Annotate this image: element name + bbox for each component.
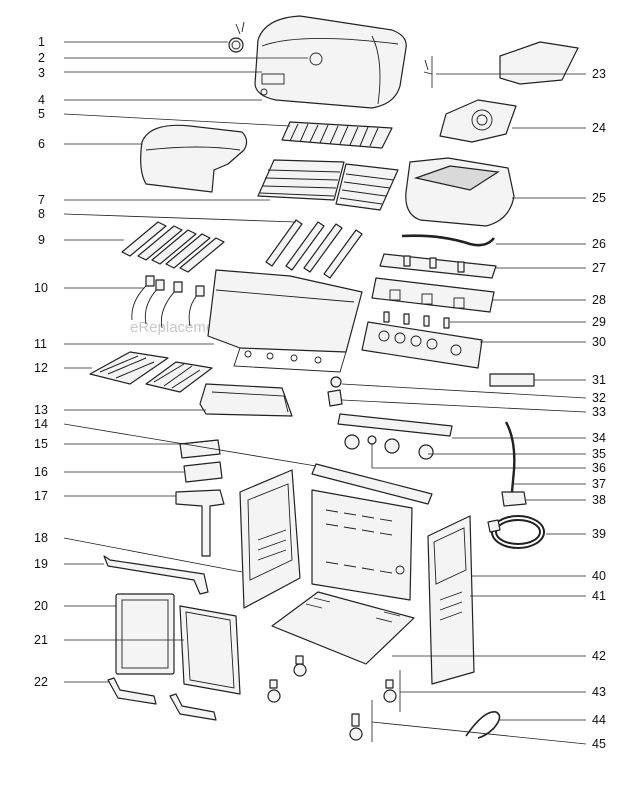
- callout-3: 3: [38, 66, 45, 80]
- callout-33: 33: [592, 405, 606, 419]
- left-side-frame-part: [239, 469, 301, 609]
- thermometer-part: [228, 21, 245, 53]
- callout-labels-right: 23 24 25 26 27 28 29 30 31 32 33 34 35 3…: [592, 67, 606, 751]
- callout-36: 36: [592, 461, 606, 475]
- ignitor-electrodes-part: [383, 311, 450, 329]
- callout-24: 24: [592, 121, 606, 135]
- callout-17: 17: [34, 489, 48, 503]
- catch-pan-part: [179, 439, 221, 459]
- callout-25: 25: [592, 191, 606, 205]
- callout-13: 13: [34, 403, 48, 417]
- side-burner-housing-part: [405, 157, 515, 227]
- drip-trays-part: [89, 351, 213, 393]
- leader-lines-left: [63, 41, 317, 683]
- callout-2: 2: [38, 51, 45, 65]
- hose-coil-part: [487, 515, 545, 549]
- callout-27: 27: [592, 261, 606, 275]
- callout-23: 23: [592, 67, 606, 81]
- callout-45: 45: [592, 737, 606, 751]
- burner-tubes-part: [131, 275, 205, 329]
- callout-21: 21: [34, 633, 48, 647]
- crossover-bar-part: [337, 413, 453, 437]
- door-left-part: [115, 593, 175, 675]
- manifold-part: [379, 253, 497, 279]
- callout-4: 4: [38, 93, 45, 107]
- callout-11: 11: [34, 337, 47, 351]
- callout-22: 22: [34, 675, 48, 689]
- control-knobs-part: [344, 434, 434, 460]
- callout-42: 42: [592, 649, 606, 663]
- casters-part: [267, 655, 397, 703]
- callout-29: 29: [592, 315, 606, 329]
- gas-hose-part: [504, 421, 516, 493]
- catch-pan-holder-part: [183, 461, 223, 483]
- callout-8: 8: [38, 207, 45, 221]
- door-right-part: [179, 605, 241, 695]
- gas-line-part: [401, 234, 496, 247]
- callout-34: 34: [592, 431, 606, 445]
- back-panel-part: [311, 489, 413, 601]
- callout-10: 10: [34, 281, 48, 295]
- callout-15: 15: [34, 437, 48, 451]
- callout-16: 16: [34, 465, 48, 479]
- callout-31: 31: [592, 373, 606, 387]
- door-handle-bar-part: [103, 555, 209, 595]
- callout-41: 41: [592, 589, 606, 603]
- callout-9: 9: [38, 233, 45, 247]
- callout-18: 18: [34, 531, 48, 545]
- heat-deflectors-part: [121, 221, 225, 273]
- callout-19: 19: [34, 557, 48, 571]
- igniter-button-part: [330, 376, 342, 388]
- igniter-module-part: [327, 389, 343, 407]
- callout-labels-left: 1 2 3 4 5 6 7 8 9 10 11 12 13 14 15 16 1…: [34, 35, 48, 689]
- callout-6: 6: [38, 137, 45, 151]
- cook-box-part: [207, 269, 363, 373]
- callout-1: 1: [38, 35, 45, 49]
- callout-32: 32: [592, 391, 606, 405]
- lid-part: [254, 15, 407, 109]
- bottom-shelf-part: [271, 591, 415, 665]
- callout-40: 40: [592, 569, 606, 583]
- flavorizer-bars-part: [265, 219, 363, 279]
- leader-lines-right: [341, 56, 587, 745]
- callout-7: 7: [38, 193, 45, 207]
- callout-28: 28: [592, 293, 606, 307]
- callout-39: 39: [592, 527, 606, 541]
- leg-levelers-part: [349, 713, 363, 741]
- label-plate-part: [489, 373, 535, 387]
- cooking-grates-part: [257, 159, 399, 211]
- warming-rack-part: [281, 121, 393, 149]
- door-handles-part: [107, 677, 217, 721]
- bottom-tray-part: [199, 383, 293, 417]
- valve-bracket-part: [371, 277, 495, 313]
- regulator-part: [501, 491, 527, 507]
- callout-43: 43: [592, 685, 606, 699]
- front-panel-strip-part: [311, 463, 433, 505]
- control-panel-part: [361, 321, 483, 369]
- callout-5: 5: [38, 107, 45, 121]
- ignitor-wire-part: [465, 711, 501, 739]
- catch-pan-bracket-part: [175, 489, 225, 557]
- callout-12: 12: [34, 361, 48, 375]
- callout-38: 38: [592, 493, 606, 507]
- side-shelf-part: [423, 41, 579, 85]
- callout-26: 26: [592, 237, 606, 251]
- side-burner-part: [439, 99, 517, 143]
- callout-30: 30: [592, 335, 606, 349]
- callout-35: 35: [592, 447, 606, 461]
- right-side-frame-part: [427, 515, 475, 685]
- callout-20: 20: [34, 599, 48, 613]
- callout-14: 14: [34, 417, 48, 431]
- side-table-left-part: [140, 124, 248, 193]
- callout-44: 44: [592, 713, 606, 727]
- callout-37: 37: [592, 477, 606, 491]
